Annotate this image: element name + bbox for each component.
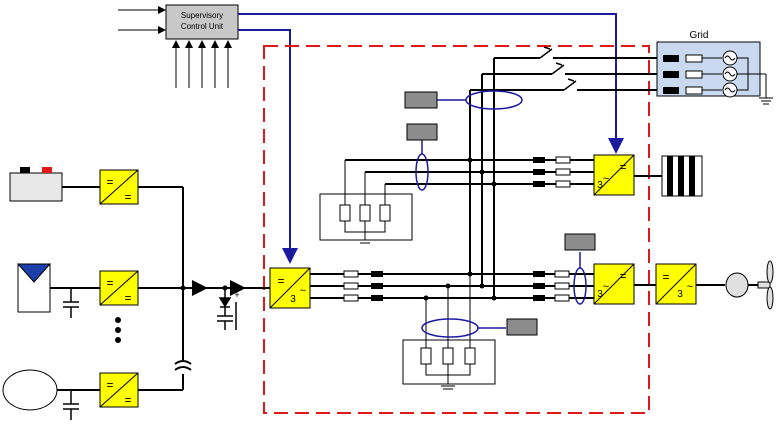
sensor-box [404,91,596,336]
wind-converter: = 3 ~ [655,263,697,305]
battery-icon [9,167,63,202]
svg-text:~: ~ [603,281,609,293]
svg-text:3: 3 [290,294,296,305]
svg-text:~: ~ [603,173,609,185]
line-impedance [533,156,571,188]
svg-text:=: = [106,378,113,392]
svg-text:~: ~ [300,285,306,297]
central-inverter: = 3 ~ [269,267,311,309]
ground-icon [748,73,773,105]
vertical-busbars [469,58,495,298]
svg-text:=: = [106,175,113,189]
grid-feeder [470,57,663,91]
grid-label: Grid [690,30,709,41]
grid-source [656,41,761,98]
capacitor-icon [63,288,79,318]
svg-text:3: 3 [597,289,603,300]
dc-bus [138,186,270,391]
junction-dots [423,283,451,301]
capacitor-icon [63,390,79,420]
dc-converter: = = [99,372,139,408]
svg-text:=: = [619,269,626,283]
load-icon [661,155,703,197]
pv-panel-icon [16,263,52,313]
breaker-icon [539,46,577,91]
svg-text:=: = [277,274,284,288]
svg-text:=: = [124,190,131,204]
control-links [238,13,624,264]
line-impedance [343,270,570,302]
supervisory-label-2: Control Unit [181,22,224,31]
svg-text:3: 3 [597,180,603,191]
measurement-sensors [415,90,587,338]
dc-link-capacitor [217,288,237,330]
local-load-upper [319,160,413,244]
generator-icon [2,369,58,411]
svg-text:=: = [619,160,626,174]
dc-converter: = = [99,270,139,306]
microgrid-boundary [263,45,650,414]
svg-text:3: 3 [677,289,683,300]
junction-dots [467,157,497,301]
svg-text:=: = [662,270,669,284]
supervisory-label-1: Supervisory [181,11,223,20]
wind-turbine-icon [725,260,774,310]
wind-inverter: ~ 3 = [593,263,635,305]
svg-text:=: = [124,291,131,305]
svg-text:=: = [106,276,113,290]
more-sources-dots [115,317,121,343]
svg-text:=: = [124,393,131,407]
supervisory-inputs [118,6,232,88]
svg-text:~: ~ [687,281,693,293]
load-inverter: ~ 3 = [593,154,635,196]
capacitor-plus: + [234,290,239,300]
local-load-lower [402,274,496,390]
dc-converter: = = [99,169,139,205]
supervisory-control-unit: Supervisory Control Unit [165,4,239,40]
